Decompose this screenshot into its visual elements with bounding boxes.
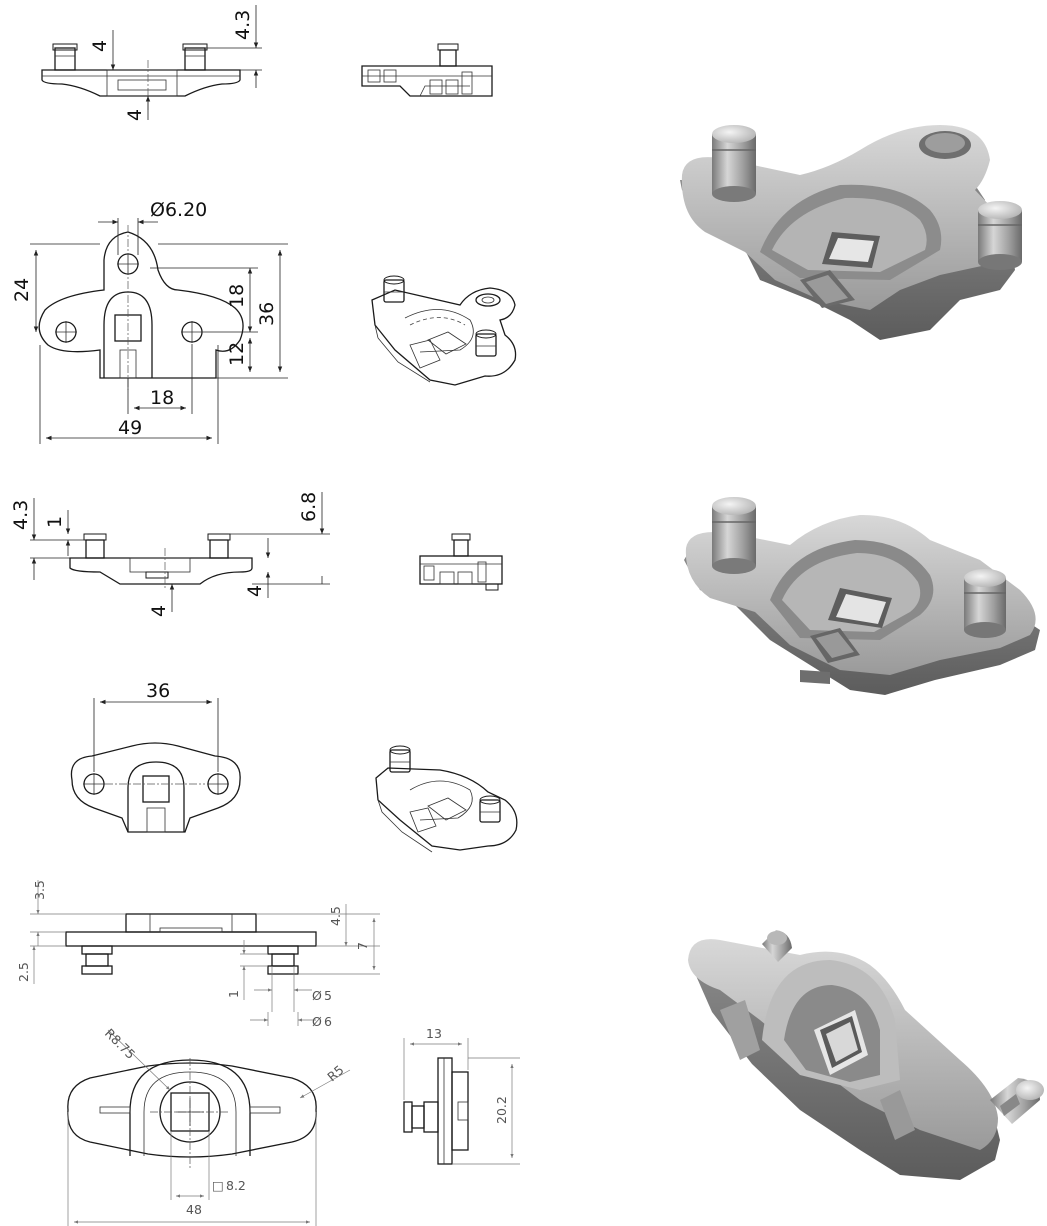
dim-label: 1 — [44, 516, 66, 528]
dim-label: 36 — [256, 302, 278, 326]
dim-label: 8.2 — [226, 1178, 246, 1193]
diameter-symbol: Ø — [312, 1014, 322, 1029]
dim-label: 4.3 — [10, 500, 32, 530]
dim-label: Ø6.20 — [150, 199, 207, 221]
part2-front-elevation: 4.3 1 6.8 4 4 — [10, 492, 330, 617]
dim-label: 3.5 — [32, 880, 47, 900]
part3-3d-render — [688, 930, 1044, 1180]
dim-label: R8.75 — [102, 1026, 138, 1062]
part1-3d-render — [680, 125, 1022, 340]
dim-label: 5 — [324, 988, 332, 1003]
dim-label: 4 — [244, 585, 266, 597]
diameter-symbol: Ø — [312, 988, 322, 1003]
dim-label: 7 — [355, 942, 370, 950]
dim-label: 24 — [11, 278, 33, 302]
dim-label: 4.5 — [328, 906, 343, 926]
dim-label: 4 — [148, 605, 170, 617]
dim-label: 18 — [226, 284, 248, 308]
part2-side-elevation — [419, 533, 503, 591]
part1-plan-view: Ø6.20 24 18 36 12 18 49 — [11, 199, 288, 444]
part1-side-elevation — [361, 43, 493, 97]
part2-plan-view: 36 — [70, 680, 241, 833]
dim-label: R5 — [324, 1062, 346, 1084]
part2-isometric-linework — [375, 745, 518, 853]
dim-label: 6 — [324, 1014, 332, 1029]
part1-front-elevation: 4.3 4 4 — [41, 5, 262, 121]
dim-label: 2.5 — [16, 962, 31, 982]
part1-isometric-linework — [371, 275, 517, 386]
dim-label: 12 — [226, 342, 248, 366]
dim-label: 4.3 — [232, 10, 254, 40]
square-symbol: □ — [212, 1178, 224, 1193]
dim-label: 6.8 — [298, 492, 320, 522]
dim-label: 13 — [426, 1026, 442, 1041]
dim-label: 48 — [186, 1202, 202, 1217]
dim-label: 36 — [146, 680, 170, 702]
dim-label: 49 — [118, 417, 142, 439]
dim-label: 20.2 — [494, 1096, 509, 1124]
part2-3d-render — [684, 497, 1040, 695]
dim-label: 4 — [89, 40, 111, 52]
part3-plan-view: R8.75 R5 □ 8.2 48 — [67, 1026, 351, 1226]
dim-label: 1 — [226, 990, 241, 998]
dim-label: 4 — [124, 109, 146, 121]
part3-end-view: 13 20.2 — [403, 1026, 520, 1165]
dim-label: 18 — [150, 387, 174, 409]
part3-front-elevation: 3.5 2.5 4.5 7 1 Ø 5 Ø 6 — [16, 880, 380, 1029]
